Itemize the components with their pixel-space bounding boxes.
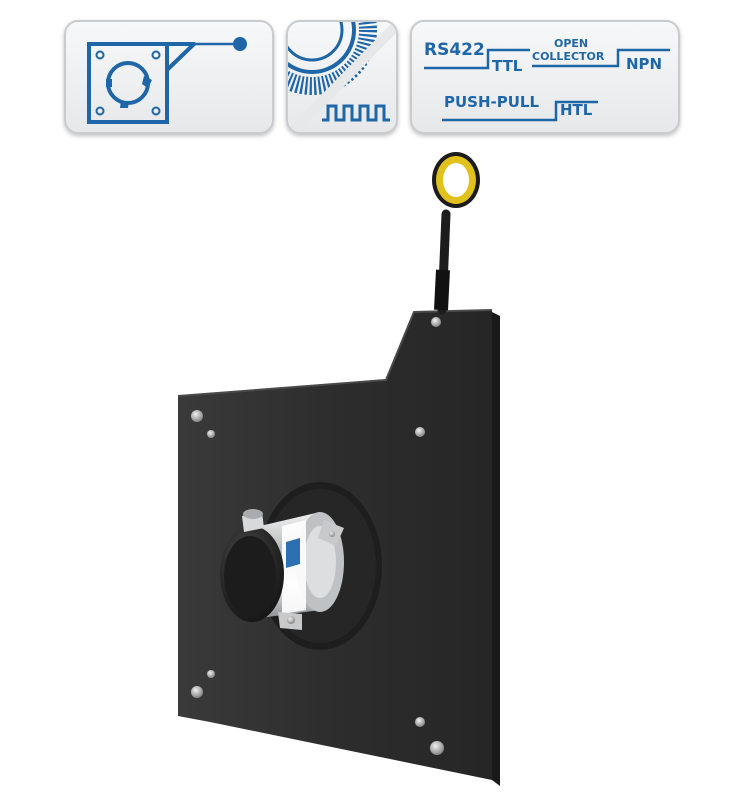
push-pull-label: PUSH-PULL bbox=[444, 93, 540, 111]
ttl-label: TTL bbox=[492, 57, 523, 75]
open-label: OPEN bbox=[554, 37, 589, 50]
htl-label: HTL bbox=[560, 101, 593, 119]
output-types-badge: RS422 TTL OPEN COLLECTOR NPN PUSH-PULL H… bbox=[410, 20, 680, 134]
rs422-label: RS422 bbox=[424, 40, 485, 60]
incremental-encoder-disc-icon bbox=[288, 22, 396, 132]
draw-wire-encoder-photo bbox=[177, 152, 500, 786]
collector-label: COLLECTOR bbox=[532, 50, 605, 63]
encoder-badge bbox=[286, 20, 398, 134]
mount-badge bbox=[64, 20, 274, 134]
signal-step-lines bbox=[424, 48, 670, 122]
draw-wire-mount-icon bbox=[87, 37, 247, 124]
npn-label: NPN bbox=[626, 55, 663, 73]
